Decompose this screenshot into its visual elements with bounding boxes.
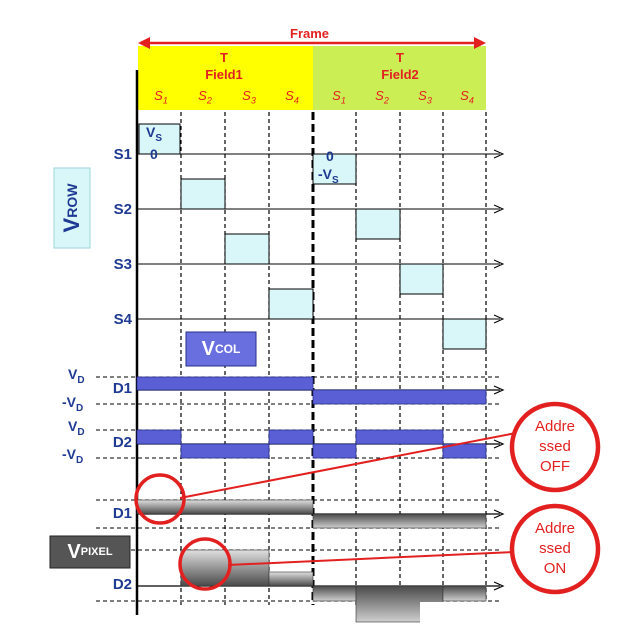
col-label-d1: D1 (112, 380, 132, 397)
row-pulse-s1-field2 (312, 153, 357, 185)
highlight-on-circle (178, 537, 232, 591)
col-label-d2: D2 (112, 434, 132, 451)
row-label-s3: S3 (113, 256, 132, 273)
pulse2-low-label: -VS (318, 166, 339, 186)
col-vd-neg-2: -VD (62, 446, 84, 466)
field2-name: Field2 (381, 67, 419, 82)
callout-on-circle (509, 503, 601, 595)
frame-arrow (138, 37, 486, 49)
col-arrowheads (493, 385, 505, 449)
callout-connectors (179, 432, 517, 566)
row-label-s4: S4 (113, 311, 132, 328)
row-pulses (138, 123, 487, 350)
row-pulse-s3-field1 (224, 233, 270, 265)
field2-header-bg (313, 46, 486, 110)
callout-off-text: Addre ssed OFF (534, 418, 576, 475)
field1-slot-s4: S4 (285, 88, 299, 106)
callout-off-circle (509, 401, 601, 493)
row-label-s1: S1 (113, 146, 132, 163)
col-vd-pos-2: VD (68, 418, 85, 438)
field1-name: Field1 (205, 67, 243, 82)
col-vd-pos-1: VD (68, 366, 85, 386)
pulse2-high-label: 0 (326, 148, 334, 164)
pulse1-high-label: VS (146, 124, 163, 144)
vcol-box (185, 331, 257, 367)
vrow-box (53, 167, 91, 249)
white-patch (420, 602, 490, 636)
field2-period: T (396, 50, 404, 65)
row-pulse-s4-field2 (442, 318, 487, 350)
vpixel-box (49, 535, 131, 569)
row-pulse-s4-field1 (268, 288, 314, 320)
field2-slot-s4: S4 (460, 88, 474, 106)
col-bars-d1 (136, 376, 487, 405)
field2-slot-s1: S1 (332, 88, 346, 106)
frame-label: Frame (290, 26, 330, 41)
field1-slot-s2: S2 (198, 88, 212, 106)
field1-period: T (220, 50, 228, 65)
field1-slot-s1: S1 (154, 88, 168, 106)
highlight-off-circle (134, 473, 186, 525)
callout-on-text: Addre ssed ON (534, 520, 576, 577)
row-pulse-s2-field1 (180, 178, 226, 210)
pixel-label-d1: D1 (112, 505, 132, 522)
field1-header-bg (138, 46, 313, 110)
field2-slot-s3: S3 (418, 88, 432, 106)
row-arrowheads (493, 149, 505, 324)
field1-slot-s3: S3 (242, 88, 256, 106)
row-pulse-s2-field2 (355, 208, 401, 240)
row-pulse-s1-field1 (138, 123, 181, 155)
row-pulse-s3-field2 (399, 263, 444, 295)
pixel-arrowheads (493, 509, 505, 591)
col-vd-neg-1: -VD (62, 394, 84, 414)
pulse1-low-label: 0 (150, 146, 158, 162)
row-label-s2: S2 (113, 201, 132, 218)
field2-slot-s2: S2 (375, 88, 389, 106)
pixel-label-d2: D2 (112, 576, 132, 593)
col-bars-d2 (136, 429, 487, 459)
